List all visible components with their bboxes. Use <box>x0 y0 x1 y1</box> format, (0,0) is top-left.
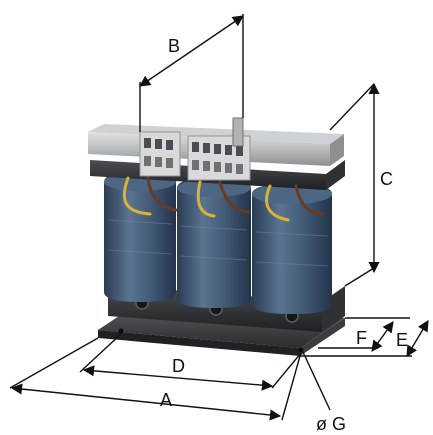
dim-f-line <box>371 321 394 352</box>
label-c: C <box>380 169 393 189</box>
upper-clamp-side <box>326 160 345 190</box>
dim-a-ext-right <box>281 355 301 421</box>
dim-d-line <box>82 365 274 391</box>
din-rail-top <box>88 124 344 144</box>
dim-a-line <box>10 383 282 421</box>
coil-winding-lines <box>107 219 329 267</box>
dimension-lines <box>9 14 429 421</box>
dim-d-ext-right <box>271 352 302 389</box>
label-d: D <box>172 356 185 376</box>
dim-g-leader <box>302 351 331 411</box>
terminal-block-group-left <box>139 131 181 177</box>
label-a: A <box>160 390 172 410</box>
label-f: F <box>356 328 367 348</box>
coil-left <box>104 172 176 302</box>
dimension-labels: B C F E D A ø G <box>160 36 408 434</box>
coil-right <box>252 184 332 314</box>
dim-a-ext-left <box>9 337 99 389</box>
mounting-hole-left <box>118 328 124 334</box>
label-b: B <box>168 36 180 56</box>
terminal-end-clamp <box>232 117 244 147</box>
lower-clamp-side <box>322 286 345 332</box>
dim-c-ext-bottom <box>344 267 375 287</box>
coil-middle <box>177 178 251 308</box>
dim-b-line <box>139 15 244 87</box>
base-plate-front <box>98 330 300 356</box>
dim-d-ext-left <box>79 333 122 373</box>
dim-e-line <box>406 320 429 357</box>
transformer-body <box>88 117 345 356</box>
din-rail-side <box>330 134 344 166</box>
label-g: ø G <box>316 414 346 434</box>
lead-wires <box>122 176 324 222</box>
mounting-hole-right <box>298 347 304 353</box>
dim-c-ext-top <box>329 83 375 131</box>
base-plate-side <box>300 318 345 356</box>
label-e: E <box>396 330 408 350</box>
